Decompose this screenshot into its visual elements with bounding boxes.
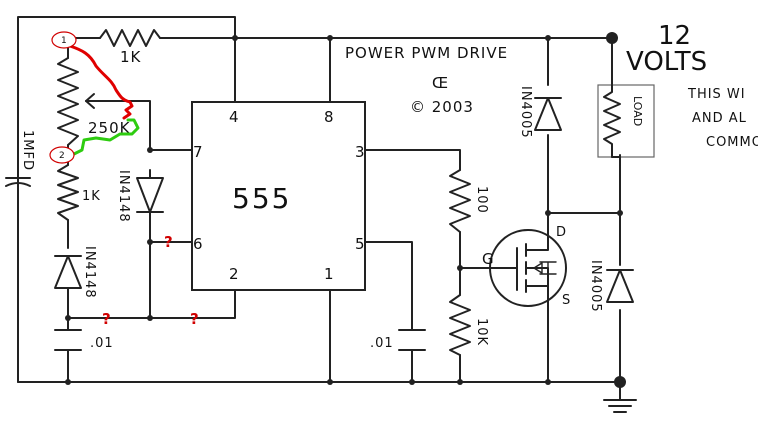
junctions bbox=[65, 32, 626, 388]
diode-lower-label: IN4005 bbox=[588, 260, 603, 313]
diagram-title: POWER PWM DRIVE bbox=[345, 44, 508, 62]
diode-top-label: IN4005 bbox=[518, 86, 533, 139]
resistor-top-label: 1K bbox=[120, 48, 142, 66]
ic-555 bbox=[191, 101, 366, 291]
pin-8-label: 8 bbox=[324, 108, 335, 126]
resistor-top bbox=[99, 29, 161, 47]
resistor-gate bbox=[449, 169, 471, 233]
note-line-2: AND AL bbox=[692, 111, 747, 126]
load bbox=[597, 84, 655, 166]
pin-6-label: 6 bbox=[193, 235, 204, 253]
capacitor-bottom-left bbox=[54, 329, 82, 351]
note-line-3: COMMO bbox=[706, 135, 758, 150]
mosfet bbox=[489, 229, 567, 311]
resistor-pulldown bbox=[449, 294, 471, 356]
question-mark-right: ? bbox=[190, 310, 199, 328]
pin-5-label: 5 bbox=[355, 235, 366, 253]
potentiometer bbox=[57, 57, 99, 146]
marker-1 bbox=[51, 31, 77, 49]
ic-name: 555 bbox=[232, 182, 291, 215]
diode-left-label: IN4148 bbox=[82, 246, 97, 299]
pin-7-label: 7 bbox=[193, 143, 204, 161]
diode-lower bbox=[606, 269, 634, 303]
potentiometer-label: 250K bbox=[88, 119, 131, 137]
capacitor-timing bbox=[5, 177, 31, 187]
diode-top bbox=[534, 97, 562, 131]
marker-1-label: 1 bbox=[61, 36, 67, 46]
capacitor-timing-label: 1MFD bbox=[20, 130, 35, 171]
resistor-gate-label: 100 bbox=[474, 186, 489, 214]
diode-left bbox=[54, 255, 82, 289]
capacitor-bottom-left-label: .01 bbox=[90, 336, 114, 351]
resistor-mid bbox=[57, 164, 79, 221]
wiring bbox=[17, 16, 621, 401]
pin-4-label: 4 bbox=[229, 108, 240, 126]
resistor-pulldown-label: 10K bbox=[474, 318, 489, 346]
diode-pin7 bbox=[136, 177, 164, 213]
logo-mark: Œ bbox=[432, 74, 449, 92]
capacitor-pin5-label: .01 bbox=[370, 336, 394, 351]
note-line-1: THIS WI bbox=[687, 87, 746, 102]
question-mark-left: ? bbox=[102, 310, 111, 328]
pin-3-label: 3 bbox=[355, 143, 366, 161]
annotation-green-wire bbox=[70, 118, 140, 157]
ground-symbol bbox=[603, 399, 637, 413]
mosfet-gate-label: G bbox=[482, 250, 495, 268]
annotation-red-wire bbox=[68, 44, 134, 120]
pin-2-label: 2 bbox=[229, 265, 240, 283]
load-label: LOAD bbox=[631, 96, 644, 126]
marker-2-label: 2 bbox=[59, 151, 65, 161]
capacitor-pin5 bbox=[398, 329, 426, 351]
supply-value: 12 bbox=[658, 21, 691, 51]
mosfet-drain-label: D bbox=[556, 225, 567, 240]
mosfet-source-label: S bbox=[562, 293, 571, 308]
marker-2 bbox=[49, 146, 75, 164]
question-mark-pin6: ? bbox=[164, 233, 173, 251]
pin-1-label: 1 bbox=[324, 265, 335, 283]
copyright-text: © 2003 bbox=[410, 98, 474, 116]
resistor-mid-label: 1K bbox=[82, 189, 101, 204]
diode-pin7-label: IN4148 bbox=[116, 170, 131, 223]
supply-unit: VOLTS bbox=[626, 47, 707, 77]
